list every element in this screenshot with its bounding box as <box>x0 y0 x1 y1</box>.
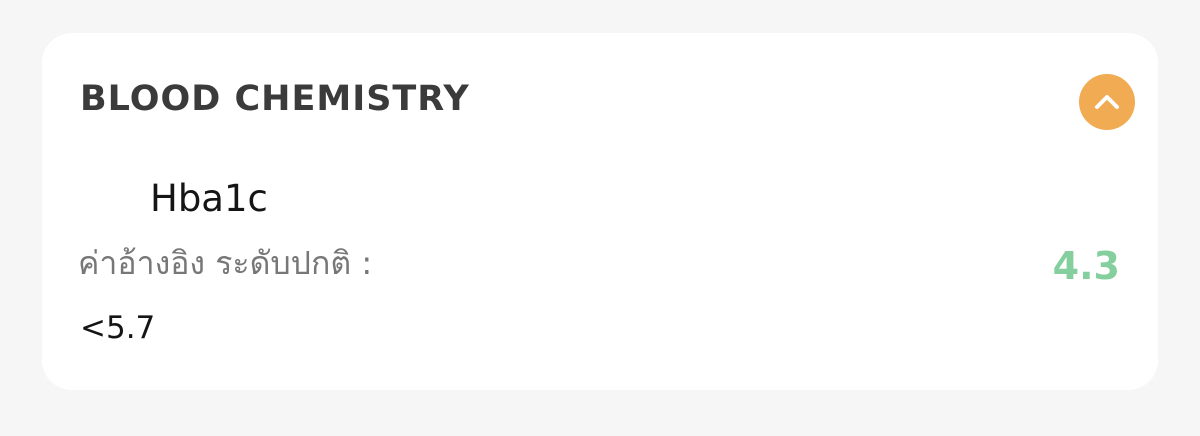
reference-label: ค่าอ้างอิง ระดับปกติ : <box>78 244 373 282</box>
blood-chemistry-card: BLOOD CHEMISTRY Hba1c ค่าอ้างอิง ระดับปก… <box>42 33 1158 390</box>
test-name: Hba1c <box>150 177 268 220</box>
section-title: BLOOD CHEMISTRY <box>80 79 470 119</box>
chevron-up-icon <box>1095 95 1119 109</box>
collapse-button[interactable] <box>1079 74 1135 130</box>
reference-value: <5.7 <box>80 310 156 346</box>
result-value: 4.3 <box>1052 244 1120 288</box>
